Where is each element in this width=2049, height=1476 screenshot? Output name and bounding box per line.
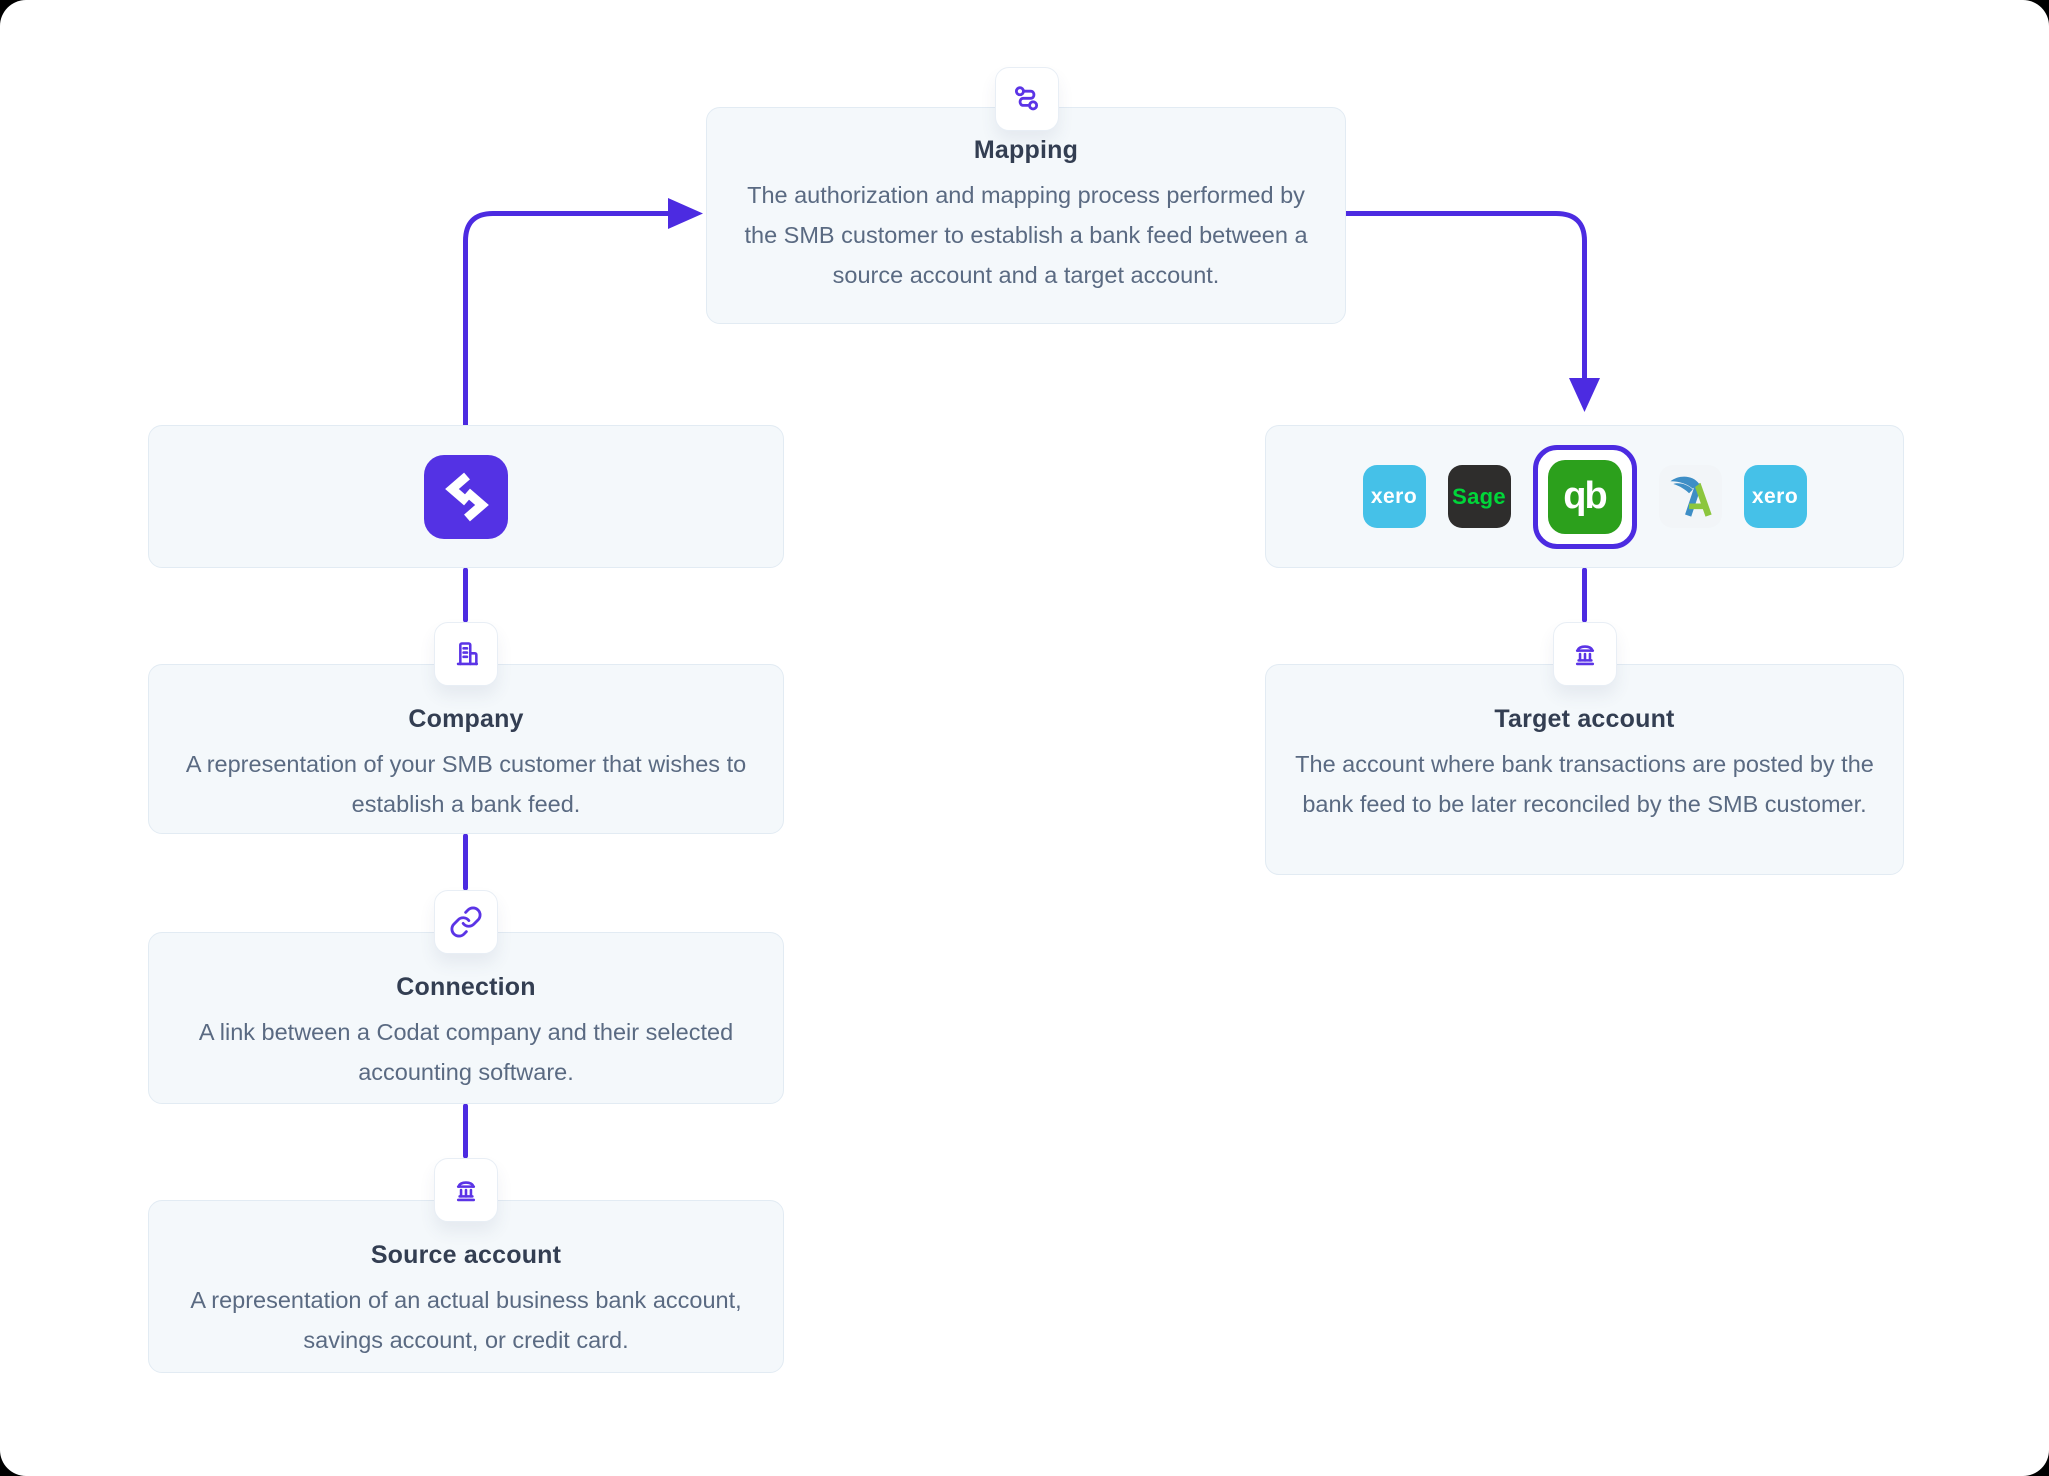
platform-quickbooks-selected: qb — [1532, 444, 1637, 549]
building-icon — [456, 642, 479, 666]
node-source-account: Source account A representation of an ac… — [148, 1200, 784, 1373]
bank-icon — [456, 1181, 476, 1202]
freeagent-logo — [1670, 476, 1712, 517]
node-connection: Connection A link between a Codat compan… — [148, 932, 784, 1104]
route-icon — [1014, 86, 1039, 111]
platform-sage: Sage — [1447, 465, 1511, 528]
link-icon — [450, 906, 482, 938]
node-mapping: Mapping The authorization and mapping pr… — [706, 107, 1346, 324]
xero-logo: xero — [1370, 484, 1418, 508]
target-account-icon-badge — [1553, 622, 1617, 686]
target-account-title: Target account — [1494, 705, 1675, 733]
node-target-account: Target account The account where bank tr… — [1265, 664, 1904, 875]
platform-xero-2: xero — [1743, 465, 1807, 528]
company-icon-badge — [434, 622, 498, 686]
codat-logo-mark — [445, 472, 489, 521]
sage-logo: Sage — [1452, 483, 1506, 509]
connection-title: Connection — [396, 973, 536, 1001]
node-platforms: xero Sage qb xero — [1265, 425, 1904, 568]
platform-xero: xero — [1362, 465, 1426, 528]
connection-description: A link between a Codat company and their… — [198, 1019, 734, 1085]
company-title: Company — [408, 705, 524, 733]
connection-icon-badge — [434, 890, 498, 954]
quickbooks-logo-text: qb — [1563, 475, 1607, 517]
node-company: Company A representation of your SMB cus… — [148, 664, 784, 834]
node-codat — [148, 425, 784, 568]
platform-freeagent — [1658, 465, 1722, 528]
xero-logo-2: xero — [1751, 484, 1799, 508]
quickbooks-logo: qb — [1547, 459, 1622, 534]
bank-icon — [1575, 645, 1595, 666]
mapping-icon-badge — [995, 67, 1059, 131]
source-account-description: A representation of an actual business b… — [190, 1287, 742, 1353]
company-description: A representation of your SMB customer th… — [185, 751, 747, 817]
mapping-title: Mapping — [973, 136, 1079, 164]
source-account-title: Source account — [370, 1241, 562, 1269]
target-account-description: The account where bank transactions are … — [1295, 751, 1874, 817]
codat-logo — [424, 454, 508, 539]
source-account-icon-badge — [434, 1158, 498, 1222]
mapping-description: The authorization and mapping process pe… — [744, 182, 1308, 288]
